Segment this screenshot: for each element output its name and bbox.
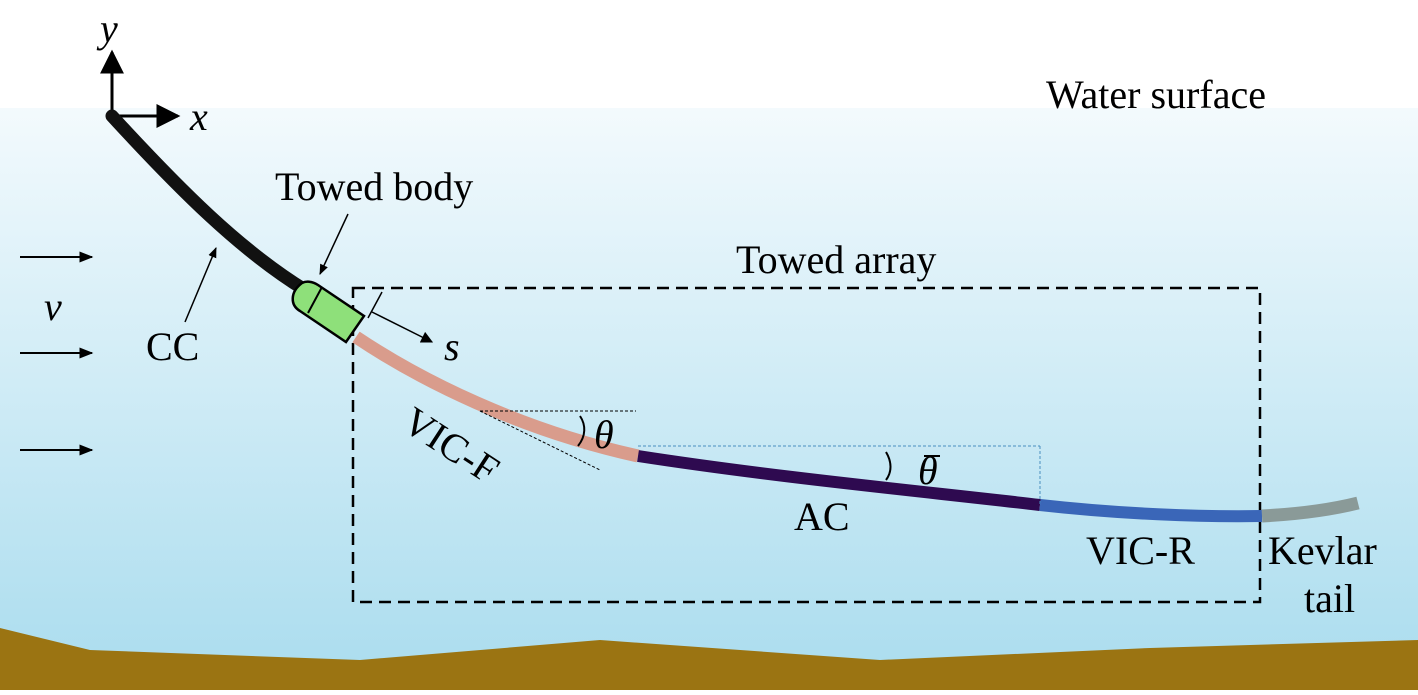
towed-body-seam [307,286,323,314]
cc-label: CC [146,324,199,369]
cable-cc [105,109,312,297]
vic-r-label: VIC-R [1086,528,1195,573]
towed-array-label: Towed array [736,237,936,282]
ac-label: AC [794,494,850,539]
kevlar-label-line2: tail [1304,576,1355,621]
air-region [0,0,1418,108]
theta-arc [577,415,586,447]
arc-length-arrow [371,311,434,343]
water-surface-label: Water surface [1046,72,1266,117]
cable-vic-r [1039,499,1263,523]
y-axis-label: y [96,6,118,51]
kevlar-label-line1: Kevlar [1268,528,1377,573]
cc-pointer-line [184,247,217,323]
towed-body-label: Towed body [275,164,473,209]
theta-label: θ [594,412,614,457]
cable-ac [637,450,1041,511]
theta-bar-arc [885,451,892,481]
theta-bar-label: θ [918,448,938,493]
towed-body-pointer [319,213,349,275]
x-axis-label: x [189,94,208,139]
towed-array-box [351,286,1262,604]
arc-length-label: s [444,324,460,369]
towed-body [291,280,366,344]
cable-vic-f [352,331,640,463]
cable-kevlar-tail [1261,496,1360,523]
water-region [0,108,1418,690]
arc-length-tick [367,291,383,319]
velocity-label: v [44,284,62,329]
seabed [0,628,1418,690]
theta-tangent-ref [479,410,601,471]
